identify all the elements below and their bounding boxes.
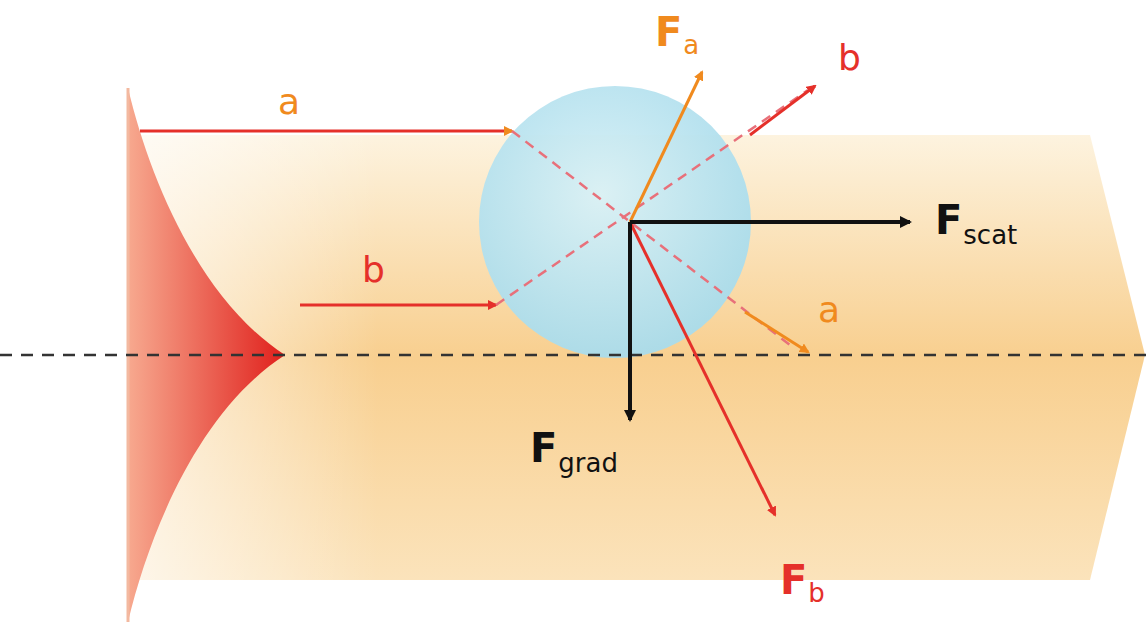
force-subscript: a [683, 32, 699, 58]
ray-label: a [278, 84, 300, 120]
ray-b-path [496, 90, 808, 305]
ray-label: a [818, 292, 840, 328]
force-subscript: grad [558, 450, 618, 476]
ray-b-out [750, 86, 815, 135]
ray-b-in [300, 304, 496, 307]
ray-a-in [140, 130, 512, 133]
scattering-force [630, 220, 910, 224]
force-symbol: F [780, 560, 807, 600]
gradient-force [628, 222, 632, 420]
ray-a-out [745, 312, 808, 352]
ray-label: b [838, 40, 861, 76]
force-symbol: F [655, 12, 682, 52]
force-b [630, 222, 775, 515]
force-a [630, 72, 702, 222]
force-symbol: F [530, 428, 557, 468]
force-subscript: b [808, 580, 825, 606]
force-subscript: scat [963, 222, 1017, 248]
force-symbol: F [935, 200, 962, 240]
ray-label: b [362, 252, 385, 288]
beam-axis [0, 354, 1147, 357]
